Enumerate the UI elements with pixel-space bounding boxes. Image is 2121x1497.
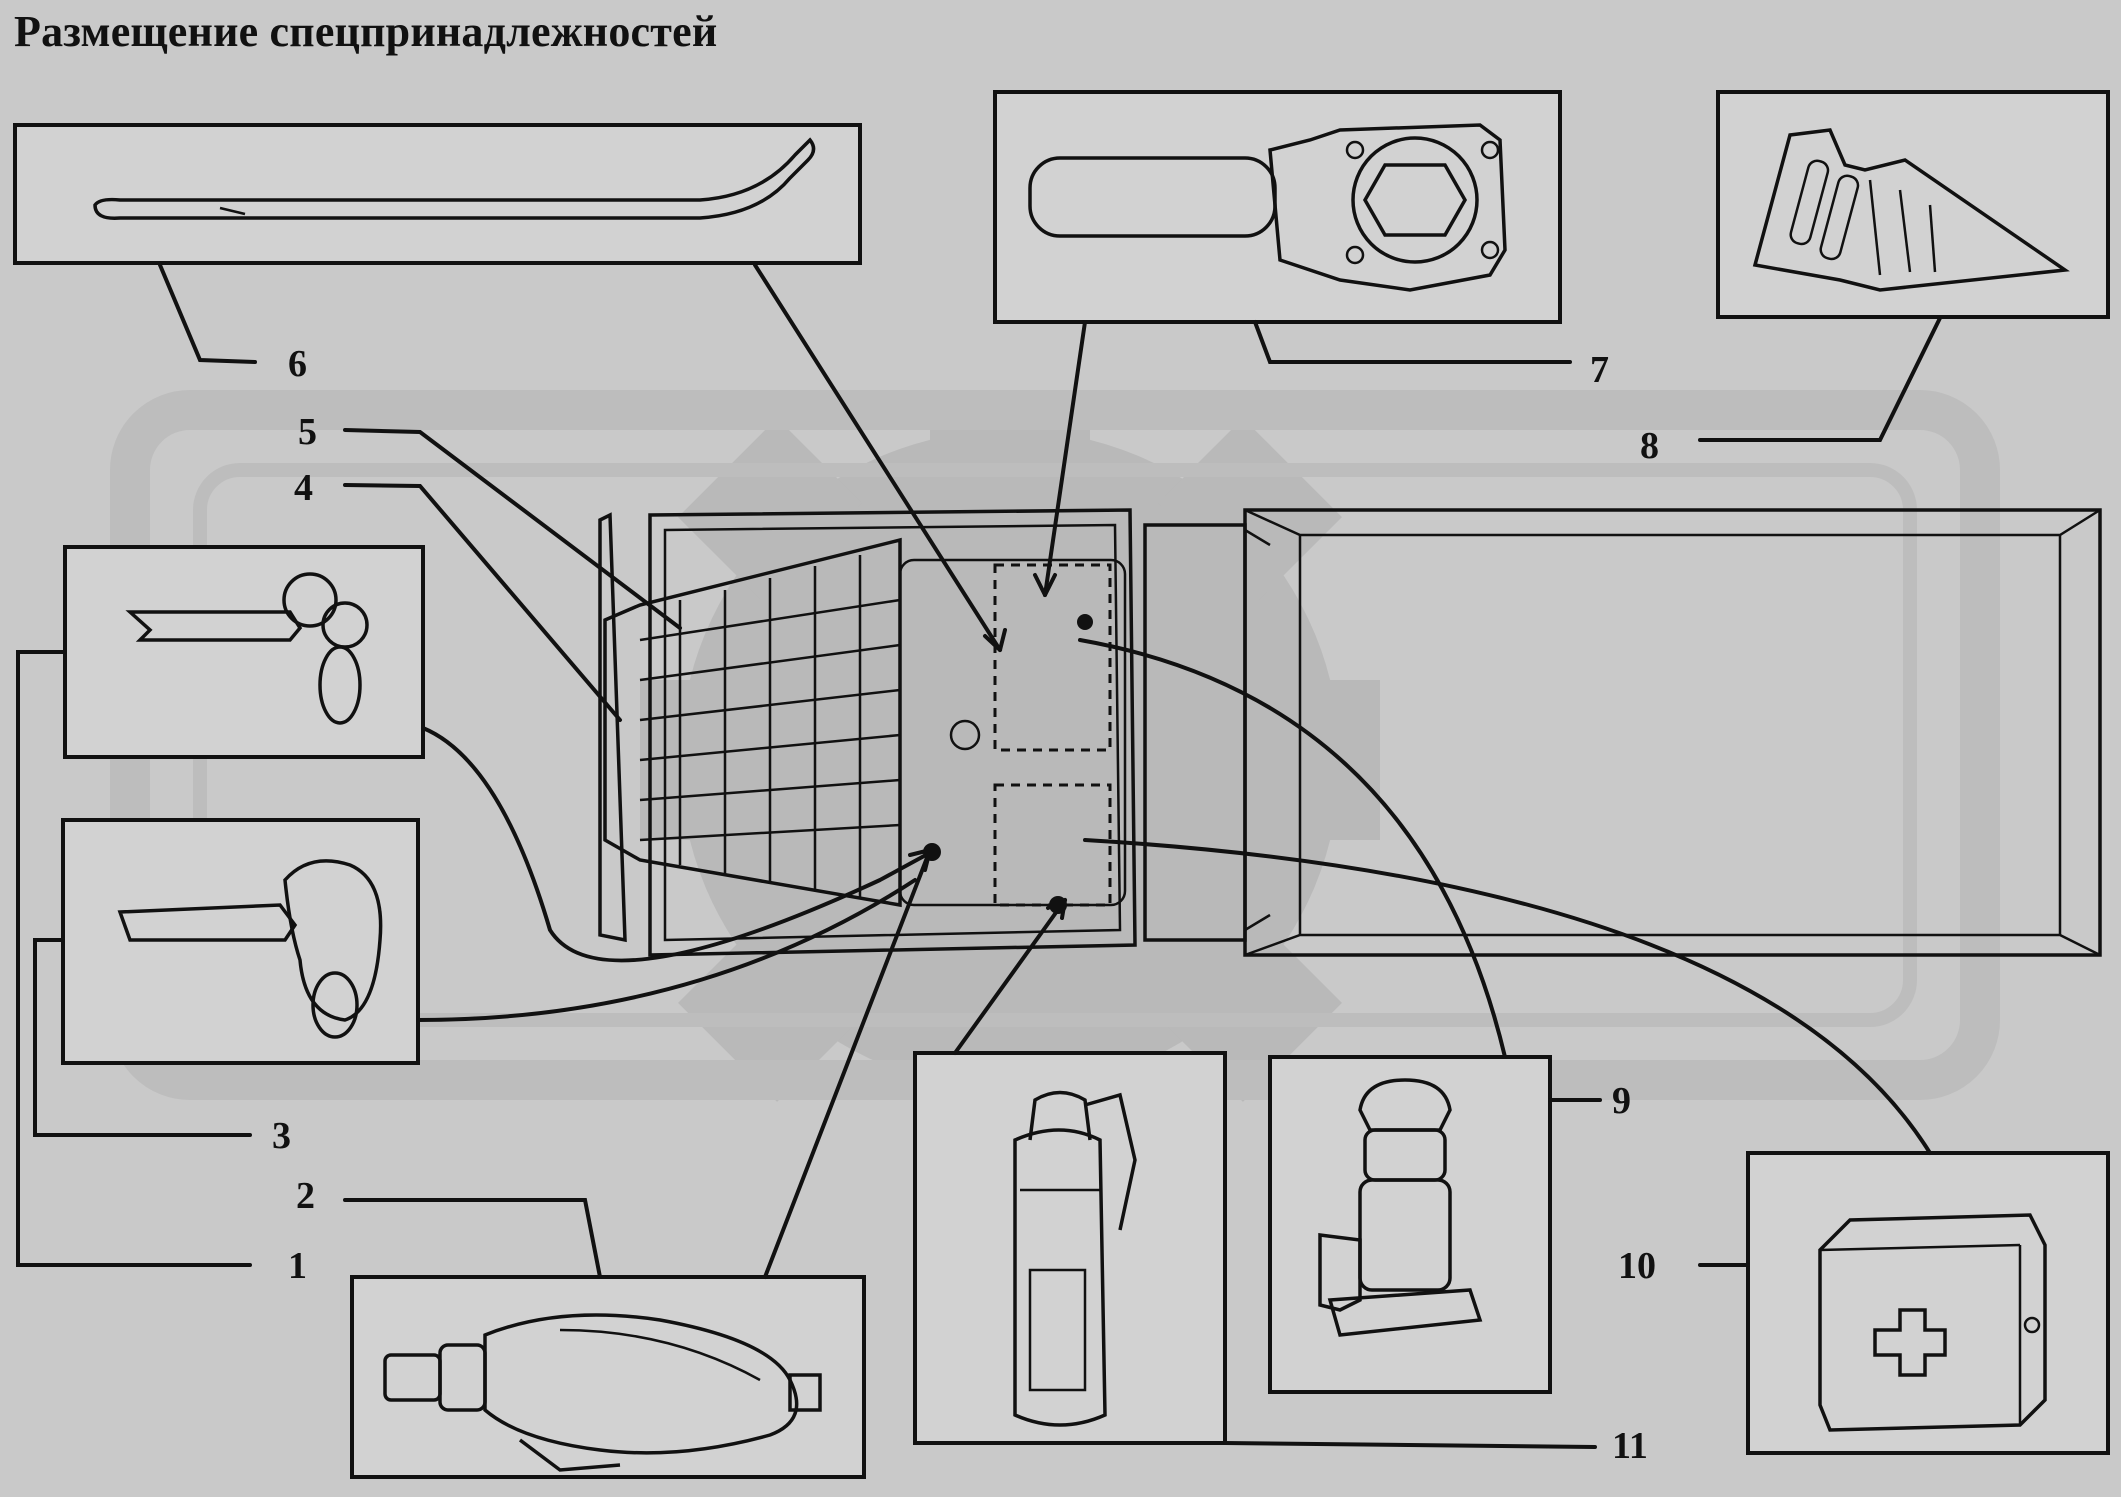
callout-3: 3 xyxy=(272,1115,291,1157)
callout-1: 1 xyxy=(288,1245,307,1287)
leader-lines xyxy=(16,263,1942,1449)
item-10-first-aid-kit xyxy=(1746,1151,2110,1455)
item-11-fire-extinguisher xyxy=(913,1051,1227,1445)
callout-5: 5 xyxy=(298,411,317,453)
callout-7: 7 xyxy=(1590,349,1609,391)
callout-9: 9 xyxy=(1612,1080,1631,1122)
page-title: Размещение спецпринадлежностей xyxy=(14,7,718,56)
item-3-key xyxy=(61,818,420,1065)
callout-10: 10 xyxy=(1618,1245,1656,1287)
callout-11: 11 xyxy=(1612,1425,1648,1467)
callout-4: 4 xyxy=(294,467,313,509)
item-6-crank-rod xyxy=(13,123,862,265)
callout-6: 6 xyxy=(288,343,307,385)
item-1-key xyxy=(63,545,425,759)
callout-2: 2 xyxy=(296,1175,315,1217)
item-2-pump xyxy=(350,1275,866,1479)
item-8-wheel-chock xyxy=(1716,90,2110,319)
callout-8: 8 xyxy=(1640,425,1659,467)
item-7-wrench xyxy=(993,90,1562,324)
item-9-jack xyxy=(1268,1055,1552,1394)
vehicle-top-view xyxy=(598,508,2102,957)
